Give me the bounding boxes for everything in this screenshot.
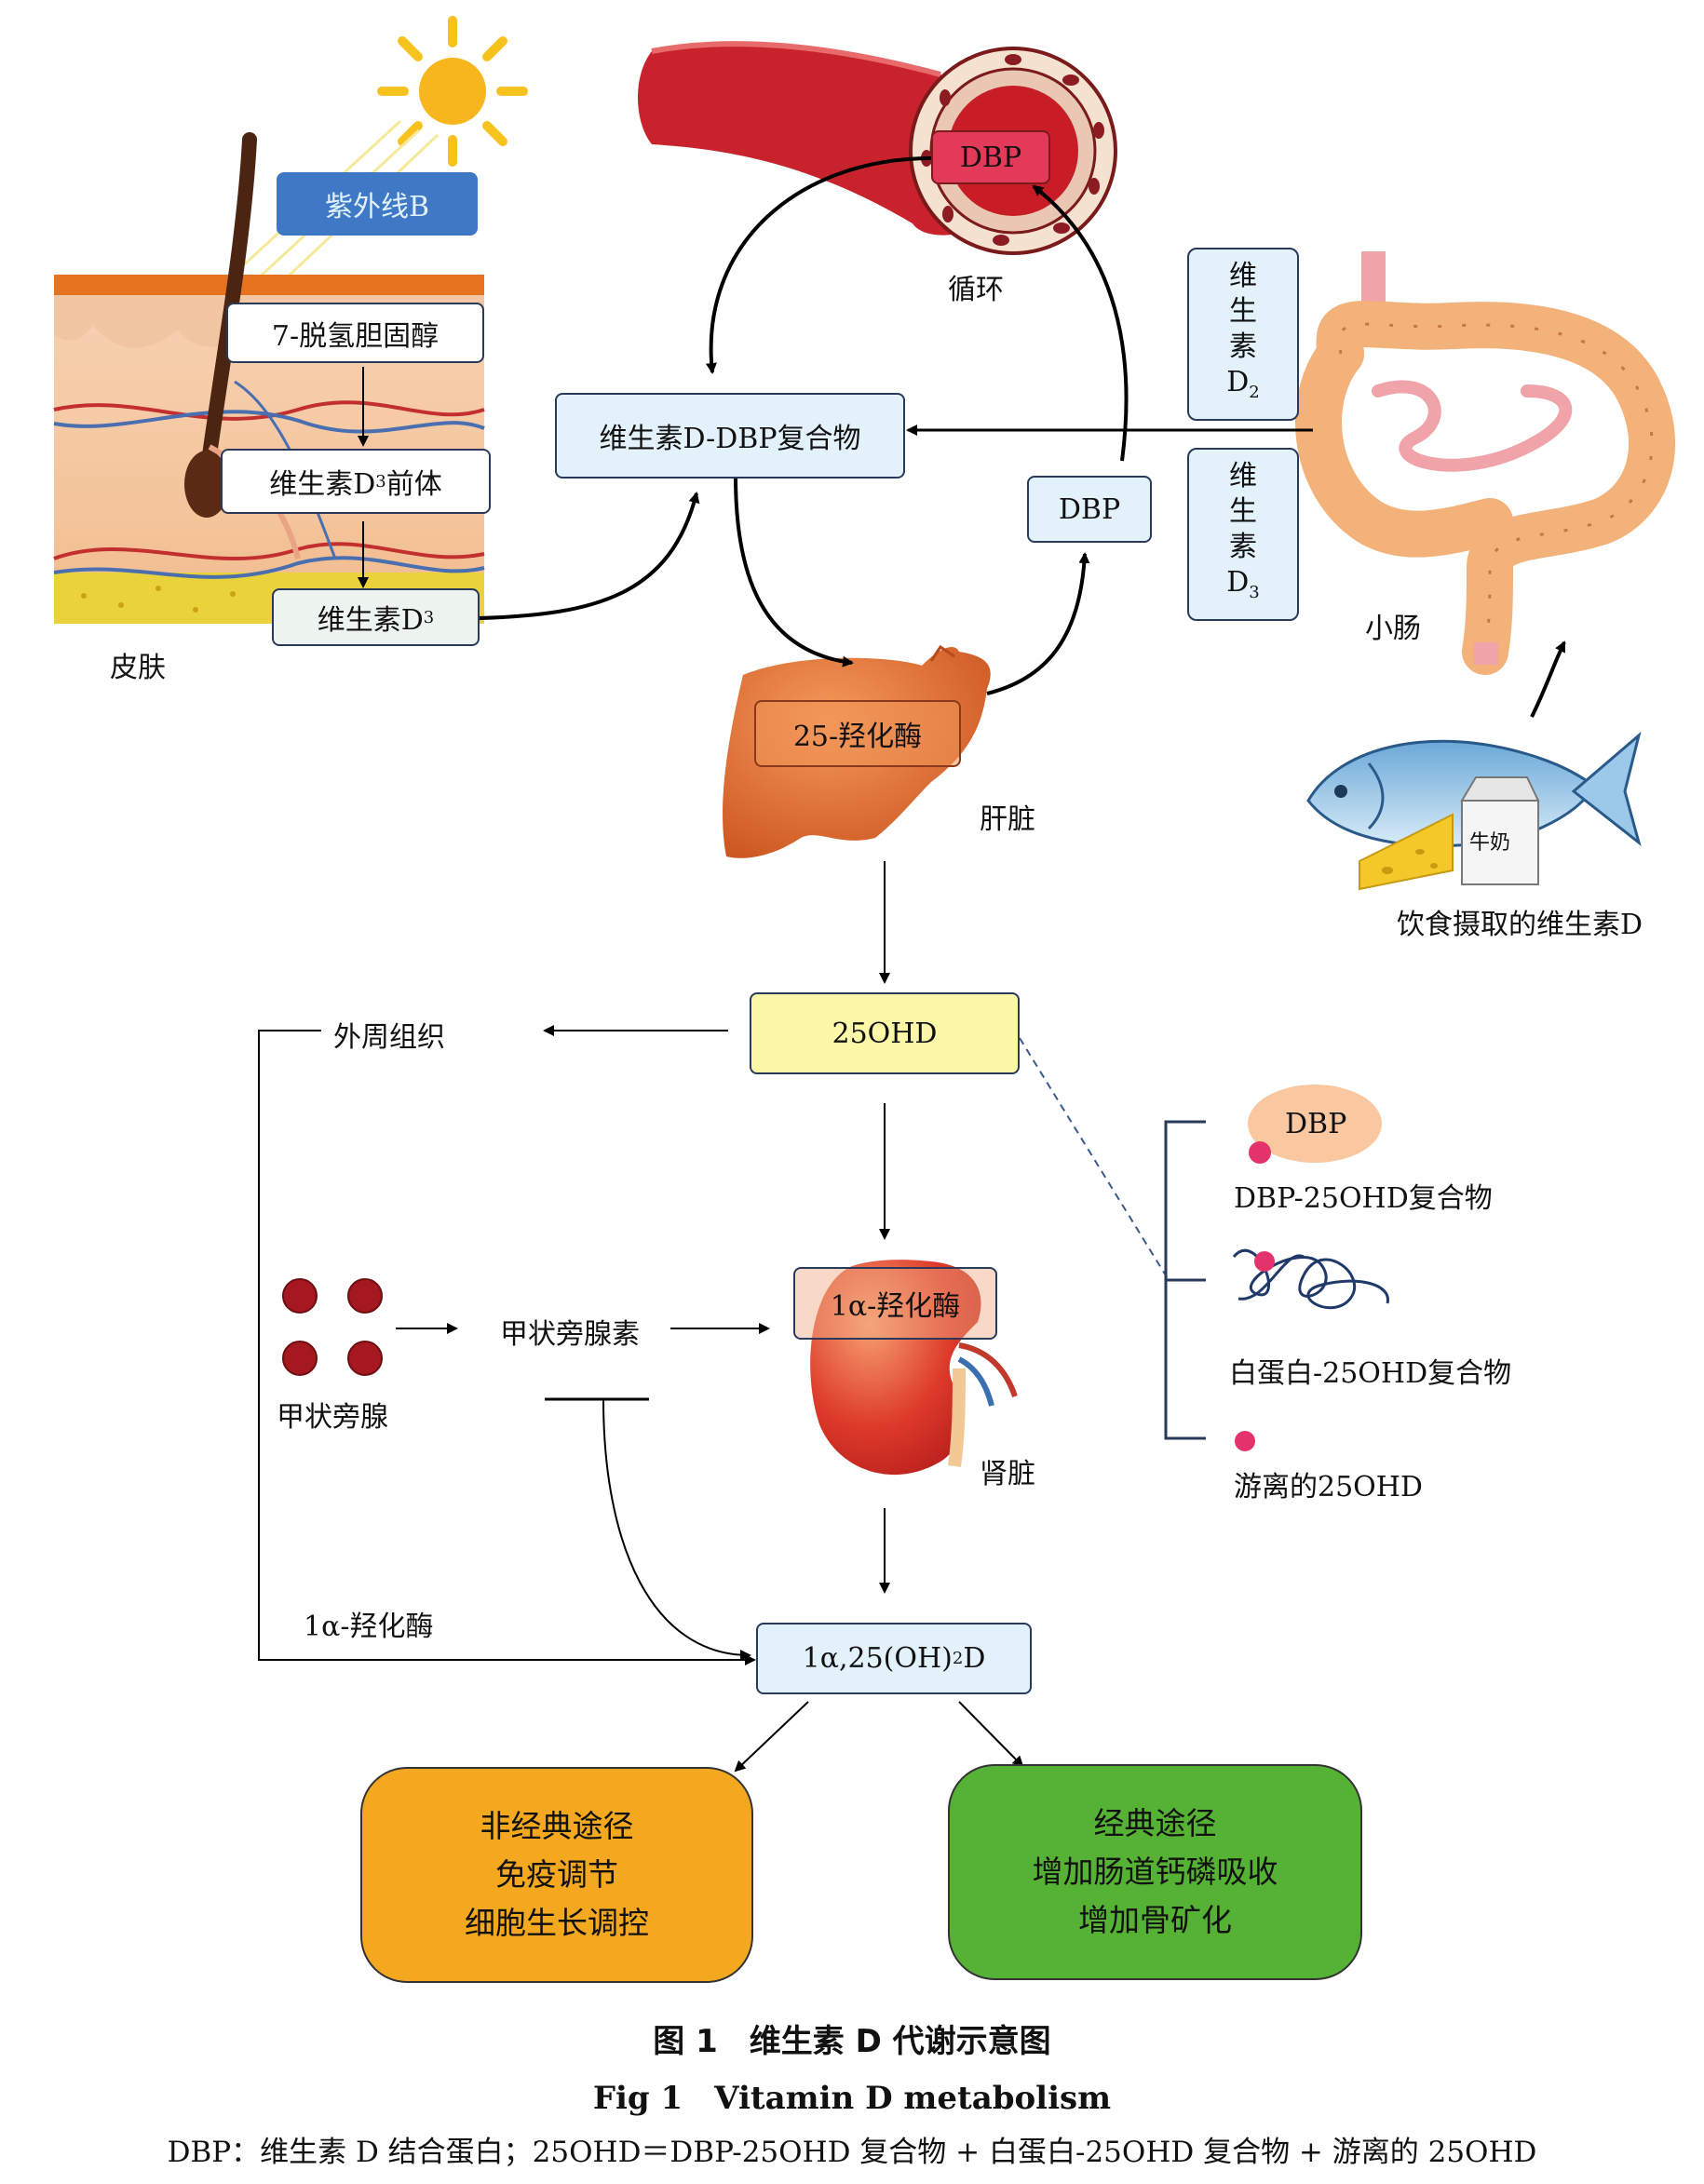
liver-to-dbp-arrow (986, 552, 1090, 695)
kidney-label: 肾脏 (980, 1458, 1035, 1490)
active-to-classical-arrow (958, 1701, 1024, 1768)
parathyroid-gland-label: 甲状旁腺 (277, 1401, 388, 1434)
previtamin-d3-sub: 3 (375, 471, 386, 492)
milk-label: 牛奶 (1469, 831, 1511, 855)
calcitriol-suffix: D (963, 1642, 986, 1675)
inhibition-feedback-arrow (602, 1398, 751, 1661)
figure-caption-en: Fig 1 Vitamin D metabolism (592, 2080, 1112, 2117)
peripheral-tissue-label: 外周组织 (333, 1021, 445, 1054)
calcitriol-prefix: 1α,25(OH) (802, 1642, 953, 1675)
d3-letter-sub: 3 (1249, 582, 1260, 602)
active-to-nonclassical-arrow (734, 1701, 809, 1773)
classical-pathway-box: 经典途径 增加肠道钙磷吸收 增加骨矿化 (948, 1764, 1362, 1980)
complex-to-liver-arrow (734, 476, 854, 667)
d3-letter-main: D (1226, 565, 1250, 599)
circulation-dbp-box: DBP (931, 130, 1050, 184)
dbp-bound-25ohd-dot (1249, 1141, 1271, 1164)
nonclassical-pathway-box: 非经典途径 免疫调节 细胞生长调控 (360, 1767, 753, 1983)
skin-label: 皮肤 (110, 652, 166, 684)
dbp-box: DBP (1027, 476, 1152, 543)
pth-label: 甲状旁腺素 (500, 1318, 640, 1351)
free-25ohd-label: 游离的25OHD (1234, 1471, 1423, 1503)
dbp-to-circulation-arrow (1032, 184, 1129, 462)
intestine-illustration (1295, 251, 1675, 675)
nonclassical-line-3: 细胞生长调控 (465, 1905, 649, 1941)
sun-icon (377, 16, 528, 167)
d2-letter-sub: 2 (1249, 382, 1260, 402)
vitamin-d3-box: 维 生 素 D3 (1187, 448, 1299, 621)
uvb-label-box: 紫外线B (277, 172, 478, 236)
peripheral-pathway-line (258, 1030, 756, 1665)
classical-line-1: 经典途径 (1093, 1805, 1217, 1841)
liver-label: 肝脏 (980, 803, 1035, 836)
diet-food-illustration (1306, 731, 1642, 891)
nonclassical-line-2: 免疫调节 (495, 1856, 618, 1893)
ohd-forms-dashed-link (1019, 1037, 1170, 1281)
albumin-complex-label: 白蛋白-25OHD复合物 (1229, 1357, 1512, 1390)
peripheral-enzyme-label: 1α-羟化酶 (304, 1611, 434, 1643)
d2-char-1: 维 (1229, 259, 1257, 292)
vitd-dbp-complex-box: 维生素D-DBP复合物 (555, 393, 905, 479)
nonclassical-line-1: 非经典途径 (480, 1808, 634, 1844)
classical-line-2: 增加肠道钙磷吸收 (1032, 1854, 1278, 1890)
dbp-shape-label: DBP (1285, 1108, 1347, 1140)
kidney-enzyme-box: 1α-羟化酶 (793, 1267, 997, 1340)
diet-to-intestine-arrow (1530, 640, 1566, 718)
d2-char-3: 素 (1229, 330, 1257, 363)
blood-vessel-illustration (638, 41, 1117, 255)
previtamin-d3-tail: 前体 (385, 468, 442, 501)
classical-line-3: 增加骨矿化 (1078, 1902, 1232, 1938)
dehydrocholesterol-box: 7-脱氢胆固醇 (226, 303, 484, 363)
d3-char-3: 素 (1229, 530, 1257, 563)
kidney-illustration (810, 1260, 1018, 1476)
figure-caption-cn: 图 1 维生素 D 代谢示意图 (653, 2023, 1051, 2060)
circulation-label: 循环 (948, 274, 1004, 306)
d3-char-1: 维 (1229, 459, 1257, 492)
d2-char-2: 生 (1229, 294, 1257, 328)
calcitriol-sub: 2 (952, 1649, 964, 1668)
vitamin-d2-box: 维 生 素 D2 (1187, 248, 1299, 421)
figure-note: DBP：维生素 D 结合蛋白；25OHD＝DBP-25OHD 复合物 + 白蛋白… (167, 2136, 1537, 2169)
diet-label: 饮食摄取的维生素D (1397, 909, 1643, 941)
dbp-protein-shape (1248, 1085, 1382, 1163)
albumin-protein-shape (1232, 1248, 1389, 1310)
d3-char-2: 生 (1229, 494, 1257, 528)
previtamin-d3-main: 维生素D (269, 468, 376, 501)
d3-letter: D3 (1226, 565, 1260, 611)
free-25ohd-dot (1235, 1431, 1255, 1451)
circulation-to-complex-arrow (705, 156, 932, 374)
parathyroid-glands-icon (282, 1278, 383, 1376)
skin-d3-sub: 3 (423, 607, 435, 627)
dbp-complex-label: DBP-25OHD复合物 (1234, 1182, 1493, 1215)
albumin-bound-25ohd-dot (1254, 1251, 1275, 1272)
d2-letter: D2 (1226, 365, 1260, 411)
skin-d3-main: 维生素D (317, 604, 424, 637)
ohd-box: 25OHD (750, 992, 1020, 1074)
skin-d3-to-complex-arrow (479, 492, 700, 620)
liver-enzyme-box: 25-羟化酶 (754, 700, 961, 767)
intestine-label: 小肠 (1365, 613, 1421, 645)
d2-letter-main: D (1226, 365, 1250, 398)
